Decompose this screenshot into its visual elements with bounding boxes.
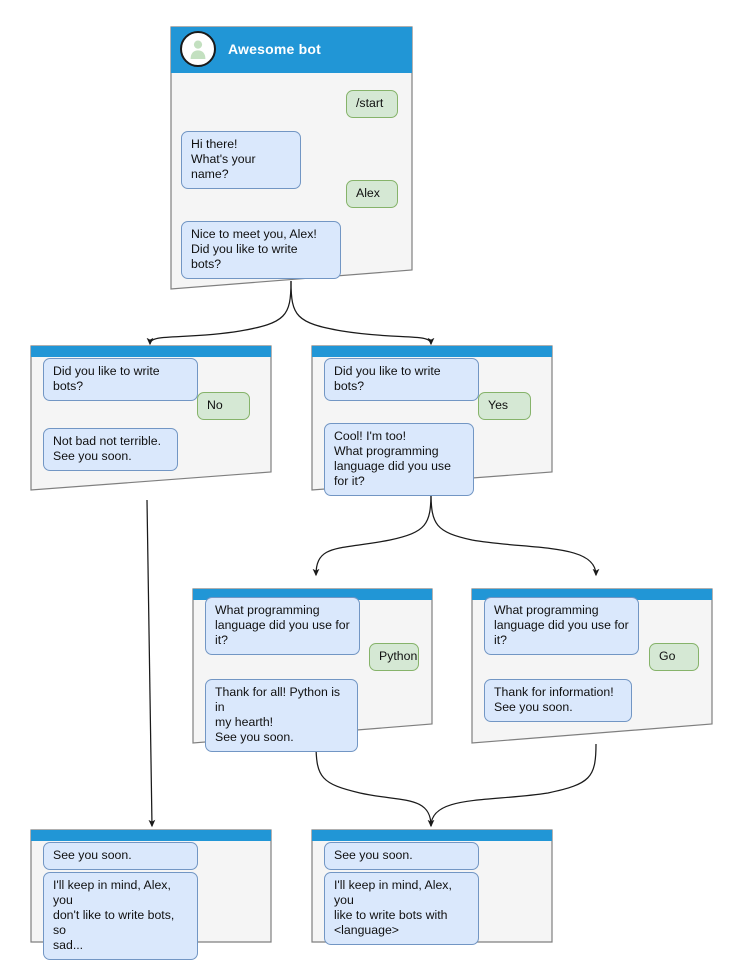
node-body: Awesome bot /start Hi there! What's your… <box>170 26 413 290</box>
message-bubble-user: Go <box>649 643 699 671</box>
edge-go-to-end-happy <box>430 743 597 827</box>
message-bubble-bot: I'll keep in mind, Alex, you like to wri… <box>324 872 479 945</box>
message-bubble-bot: See you soon. <box>43 842 198 870</box>
node-body: What programming language did you use fo… <box>471 588 713 744</box>
chat-node-python-branch[interactable]: What programming language did you use fo… <box>192 588 433 752</box>
edge-python-to-end-happy <box>315 743 435 828</box>
message-bubble-bot: I'll keep in mind, Alex, you don't like … <box>43 872 198 960</box>
message-bubble-user: Yes <box>478 392 531 420</box>
node-body: Did you like to write bots? No Not bad n… <box>30 345 272 491</box>
bot-name-label: Awesome bot <box>228 41 321 57</box>
chat-node-no-branch[interactable]: Did you like to write bots? No Not bad n… <box>30 345 272 491</box>
chat-node-go-branch[interactable]: What programming language did you use fo… <box>471 588 713 744</box>
message-bubble-bot: What programming language did you use fo… <box>205 597 360 655</box>
message-bubble-user: No <box>197 392 250 420</box>
message-bubble-bot: Thank for all! Python is in my hearth! S… <box>205 679 358 752</box>
message-bubble-bot: Hi there! What's your name? <box>181 131 301 189</box>
message-bubble-bot: Cool! I'm too! What programming language… <box>324 423 474 496</box>
edge-yes-to-python <box>312 491 432 577</box>
edge-yes-to-go <box>430 491 600 577</box>
message-bubble-bot: See you soon. <box>324 842 479 870</box>
message-bubble-bot: What programming language did you use fo… <box>484 597 639 655</box>
message-bubble-bot: Not bad not terrible. See you soon. <box>43 428 178 471</box>
person-avatar-icon <box>180 31 216 67</box>
message-bubble-bot: Did you like to write bots? <box>324 358 479 401</box>
node-body: What programming language did you use fo… <box>192 588 433 752</box>
chat-node-yes-branch[interactable]: Did you like to write bots? Yes Cool! I'… <box>311 345 553 496</box>
message-bubble-user: Alex <box>346 180 398 208</box>
node-body: See you soon. I'll keep in mind, Alex, y… <box>311 829 553 945</box>
chat-node-end-sad[interactable]: See you soon. I'll keep in mind, Alex, y… <box>30 829 272 960</box>
bot-header: Awesome bot <box>170 26 413 72</box>
message-bubble-bot: Did you like to write bots? <box>43 358 198 401</box>
message-bubble-user: Python <box>369 643 419 671</box>
node-body: Did you like to write bots? Yes Cool! I'… <box>311 345 553 496</box>
message-bubble-user: /start <box>346 90 398 118</box>
message-bubble-bot: Nice to meet you, Alex! Did you like to … <box>181 221 341 279</box>
edge-root-to-no <box>146 280 292 346</box>
edge-root-to-yes <box>290 280 435 346</box>
node-body: See you soon. I'll keep in mind, Alex, y… <box>30 829 272 960</box>
chat-node-end-happy[interactable]: See you soon. I'll keep in mind, Alex, y… <box>311 829 553 945</box>
chat-node-root[interactable]: Awesome bot /start Hi there! What's your… <box>170 26 413 290</box>
message-bubble-bot: Thank for information! See you soon. <box>484 679 632 722</box>
edge-no-to-end-sad <box>146 499 156 828</box>
